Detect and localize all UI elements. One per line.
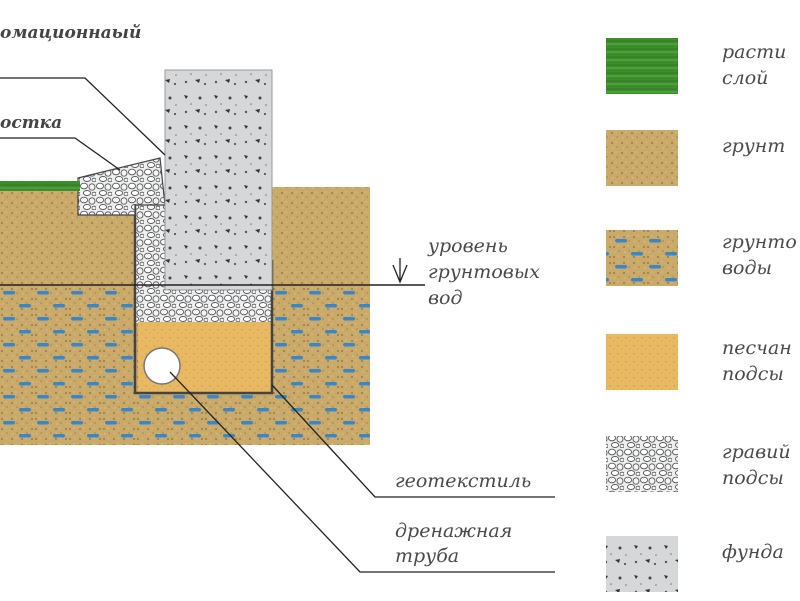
- legend-soil-line1: грунт: [722, 135, 785, 157]
- leader-top: [0, 77, 166, 156]
- legend-swatch-sand: [606, 334, 678, 390]
- arrow-down-icon: [392, 258, 408, 284]
- label-top-left: омационнаый: [0, 23, 141, 43]
- leader-blind: [0, 137, 121, 171]
- legend-gravel-line2: подсы: [722, 467, 784, 489]
- drain-pipe: [143, 347, 181, 385]
- label-geotextile: геотекстиль: [395, 470, 531, 492]
- legend-swatch-soil: [606, 130, 678, 186]
- label-blind-area: остка: [0, 113, 62, 133]
- blind-area: [77, 157, 166, 216]
- legend-sand-line1: песчан: [722, 337, 792, 359]
- label-gw-2: грунтовых: [428, 261, 540, 283]
- legend-swatch-vegetation: [606, 38, 678, 94]
- foundation: [164, 69, 273, 291]
- leader-pipe: [169, 371, 555, 573]
- legend-gw-line1: грунто: [722, 231, 797, 253]
- legend: расти слой грунт грунто воды песчан подс…: [606, 38, 797, 592]
- legend-sand-line2: подсы: [722, 363, 784, 385]
- legend-found-line1: фунда: [722, 541, 784, 563]
- legend-veg-line2: слой: [722, 67, 768, 89]
- label-gw-1: уровень: [427, 235, 508, 257]
- legend-swatch-gravel: [606, 436, 678, 492]
- label-gw-3: вод: [428, 287, 463, 309]
- leader-geotextile: [271, 384, 555, 498]
- label-pipe-2: труба: [395, 545, 459, 567]
- legend-swatch-foundation: [606, 536, 678, 592]
- legend-swatch-groundwater: [606, 230, 678, 286]
- soil-right: [272, 187, 370, 285]
- legend-veg-line1: расти: [722, 41, 786, 63]
- vegetation-strip: [0, 181, 80, 191]
- legend-gw-line2: воды: [722, 257, 772, 279]
- legend-gravel-line1: гравий: [722, 441, 791, 463]
- cross-section: [0, 69, 555, 573]
- label-pipe-1: дренажная: [395, 520, 512, 542]
- geotextile-line: [133, 205, 274, 395]
